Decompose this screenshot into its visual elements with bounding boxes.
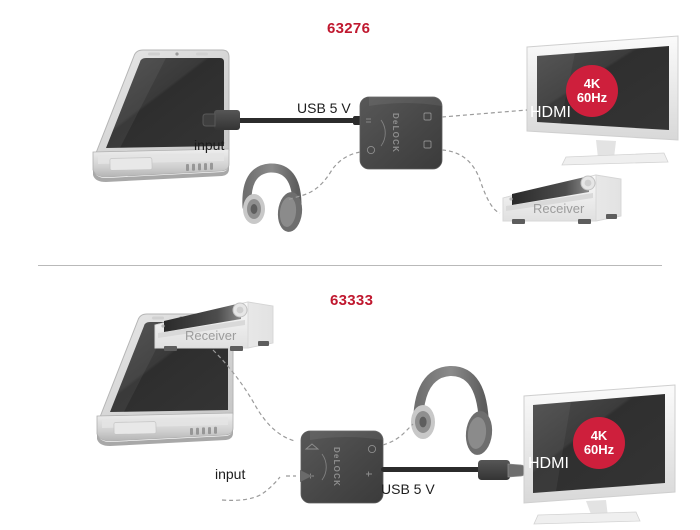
- badge-line1-bottom: 4K: [590, 428, 608, 444]
- hdmi-cable-bottom: [381, 460, 525, 480]
- usb-power-label-top: USB 5 V: [297, 100, 351, 116]
- hdmi-label-bottom: HDMI: [528, 455, 569, 472]
- panel-top-graphics: DeLOCK: [92, 35, 679, 232]
- link-adapter-headphones: [382, 423, 414, 446]
- panel-63333: 63333: [0, 265, 700, 530]
- adapter-top: DeLOCK: [359, 96, 443, 170]
- badge-line2-top: 60Hz: [576, 90, 608, 105]
- headphones-bottom: [411, 366, 493, 455]
- panel-divider: [38, 265, 662, 266]
- receiver-label-top: Receiver: [533, 201, 585, 216]
- input-label-top: input: [194, 137, 225, 153]
- product-sku-top: 63276: [327, 20, 371, 37]
- product-sku-bottom: 63333: [330, 292, 374, 309]
- badge-4k-60hz-bottom: 4K 60Hz: [573, 417, 625, 469]
- laptop-top: [92, 49, 230, 182]
- adapter-brand-top: DeLOCK: [391, 113, 400, 153]
- receiver-label-bottom: Receiver: [185, 328, 237, 343]
- link-adapter-tv: [441, 109, 528, 118]
- receiver-bottom: [154, 301, 274, 351]
- badge-line1-top: 4K: [583, 76, 601, 92]
- headphones-top: [242, 163, 303, 232]
- link-laptop-input: [221, 476, 281, 501]
- signal-links-bottom: [212, 349, 414, 501]
- receiver-top: [502, 174, 622, 224]
- signal-links-top: [286, 109, 528, 214]
- panel-63276: 63276: [92, 20, 679, 232]
- usb-cable-top: [202, 110, 365, 130]
- usb-power-label-bottom: USB 5 V: [381, 481, 435, 497]
- link-adapter-receiver: [441, 149, 501, 214]
- adapter-bottom: DeLOCK: [300, 430, 384, 504]
- input-arrowhead: [300, 470, 312, 482]
- badge-4k-60hz-top: 4K 60Hz: [566, 65, 618, 117]
- input-label-bottom: input: [215, 466, 246, 482]
- adapter-brand-bottom: DeLOCK: [332, 447, 341, 487]
- badge-line2-bottom: 60Hz: [583, 442, 615, 457]
- link-adapter-headphones: [286, 151, 361, 201]
- panel-bottom-graphics: DeLOCK: [96, 301, 676, 525]
- hdmi-label-top: HDMI: [530, 104, 571, 121]
